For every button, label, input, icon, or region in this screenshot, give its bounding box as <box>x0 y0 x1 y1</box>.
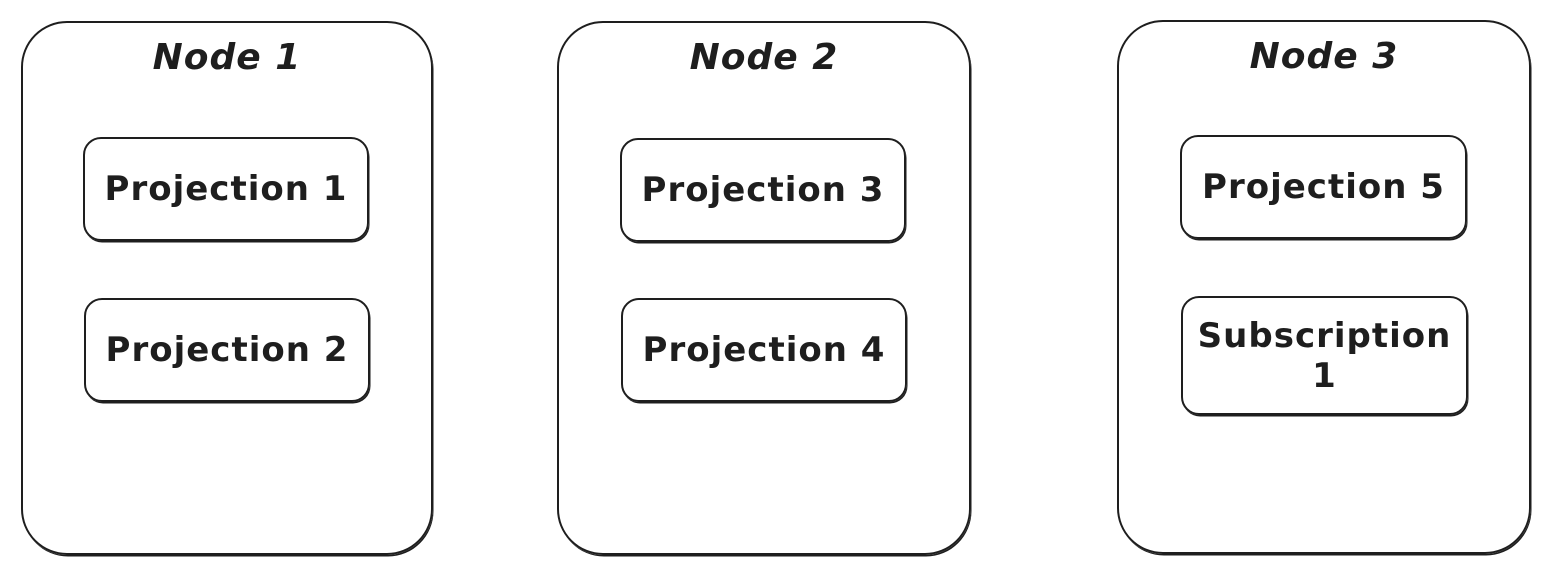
node-3-title: Node 3 <box>1249 36 1399 77</box>
node-3-box: Node 3 <box>1117 20 1531 554</box>
node-1-projection-1: Projection 1 <box>83 137 369 241</box>
node-3-projection-5: Projection 5 <box>1180 135 1467 239</box>
node-2-projection-4: Projection 4 <box>621 298 907 402</box>
node-2-title: Node 2 <box>689 37 839 78</box>
node-3-subscription-1: Subscription 1 <box>1181 296 1468 415</box>
node-2-box: Node 2 <box>557 21 971 555</box>
node-2-projection-3: Projection 3 <box>620 138 906 242</box>
node-1-box: Node 1 <box>21 21 433 555</box>
node-1-title: Node 1 <box>152 37 302 78</box>
node-1-projection-2: Projection 2 <box>84 298 370 402</box>
